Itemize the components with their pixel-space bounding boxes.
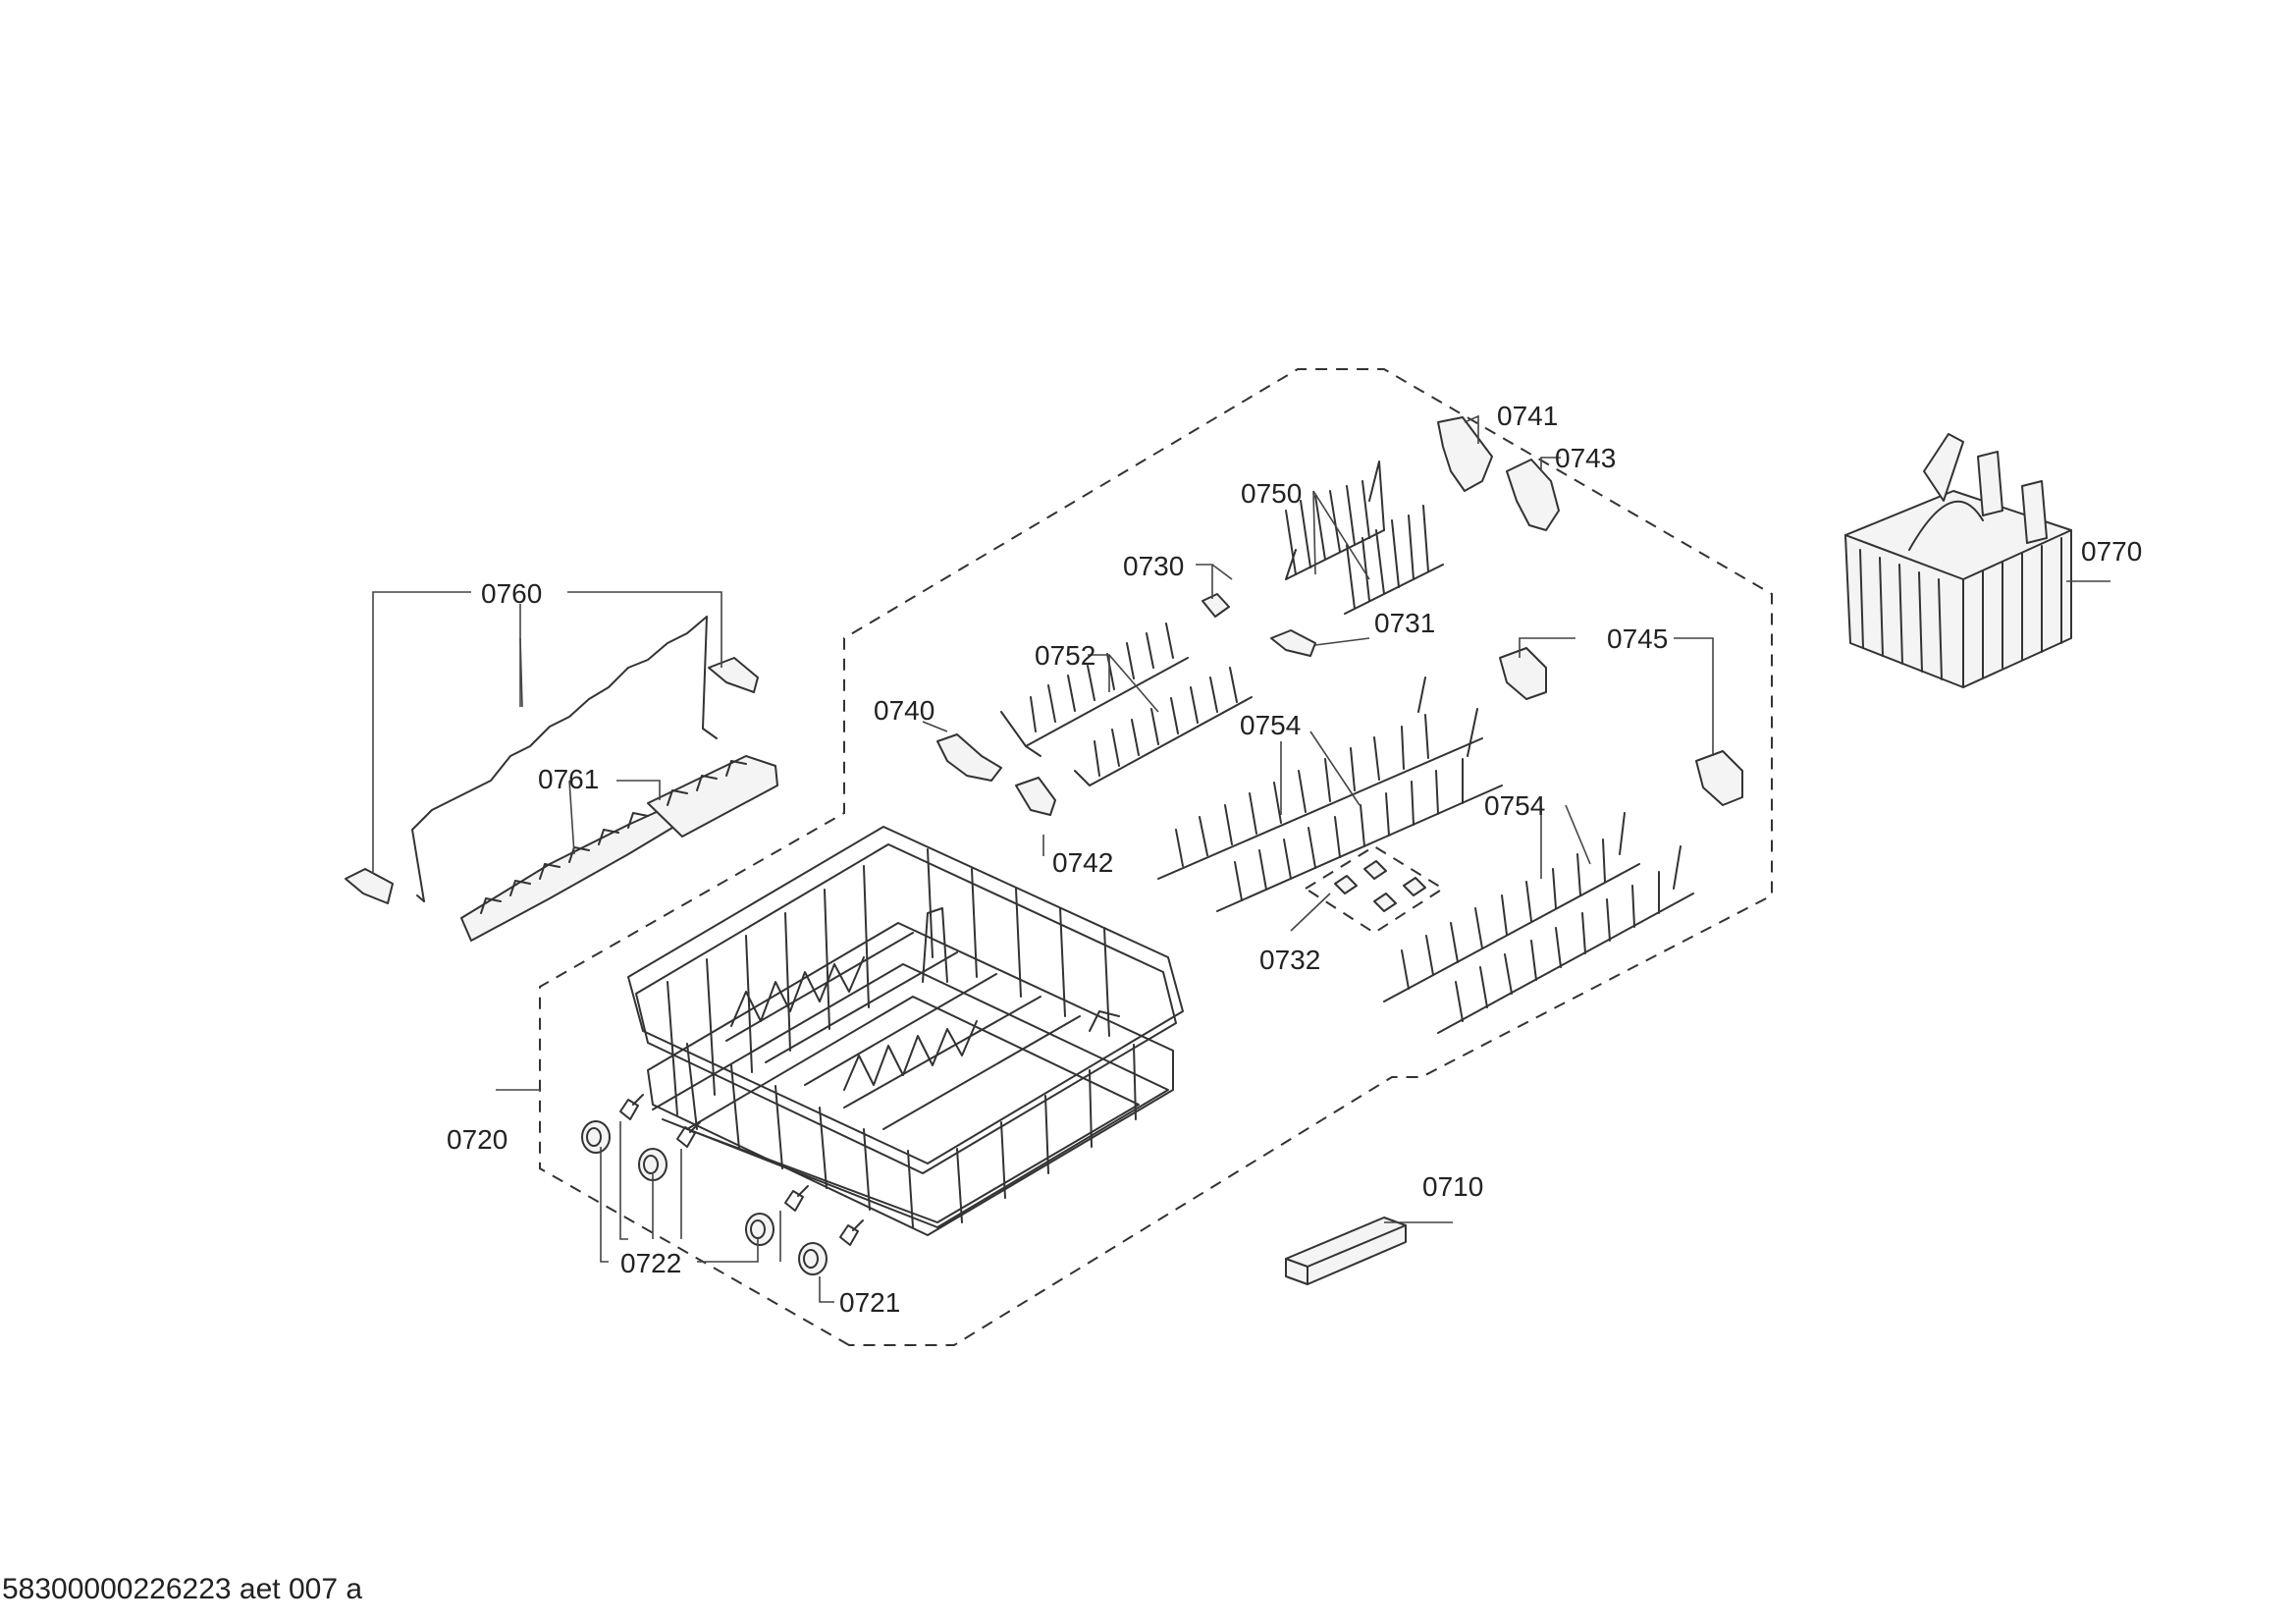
label-0754-lower: 0754: [1484, 790, 1545, 821]
lower-basket: [627, 826, 1184, 1236]
assembly-group-boundary: [539, 368, 1773, 1346]
label-0743: 0743: [1555, 443, 1616, 473]
clip-group-0732-boundary: [1304, 844, 1445, 935]
label-0731: 0731: [1374, 608, 1435, 638]
tine-row-lower: [1383, 812, 1694, 1034]
label-0732: 0732: [1259, 945, 1320, 975]
plate-rack-tines: [1000, 623, 1253, 786]
label-0740: 0740: [874, 695, 934, 726]
label-0754-upper: 0754: [1240, 710, 1301, 740]
part-0742: [1015, 777, 1056, 816]
bracket-0745-upper: [1499, 647, 1547, 700]
tine-row-upper: [1157, 677, 1503, 912]
label-0760: 0760: [481, 578, 542, 609]
document-reference: 58300000226223 aet 007 a: [2, 1573, 362, 1605]
label-0730: 0730: [1123, 551, 1184, 581]
cup-rack-tines: [1285, 460, 1444, 615]
bracket-0741: [1437, 416, 1493, 492]
label-0710: 0710: [1422, 1171, 1483, 1202]
label-0750: 0750: [1241, 478, 1302, 509]
bracket-0743: [1506, 459, 1560, 531]
label-0742: 0742: [1052, 847, 1113, 878]
label-0761: 0761: [538, 764, 599, 794]
label-0741: 0741: [1497, 401, 1558, 431]
label-0722: 0722: [620, 1248, 681, 1278]
label-0721: 0721: [839, 1287, 900, 1318]
label-0752: 0752: [1035, 640, 1095, 671]
part-0740: [936, 733, 1002, 782]
clip-group-0732: [1334, 860, 1426, 912]
leader-lines: [372, 414, 2110, 1303]
clip-0730: [1201, 593, 1230, 618]
rack-guide: [460, 755, 778, 942]
label-0745: 0745: [1607, 623, 1668, 654]
basket-wheels: [581, 1094, 864, 1275]
clip-0731: [1270, 629, 1316, 657]
rack-rail: [345, 616, 759, 904]
label-0770: 0770: [2081, 536, 2142, 567]
bracket-0745-lower: [1695, 750, 1743, 806]
cutlery-basket: [1844, 433, 2072, 688]
label-0720: 0720: [447, 1124, 507, 1155]
